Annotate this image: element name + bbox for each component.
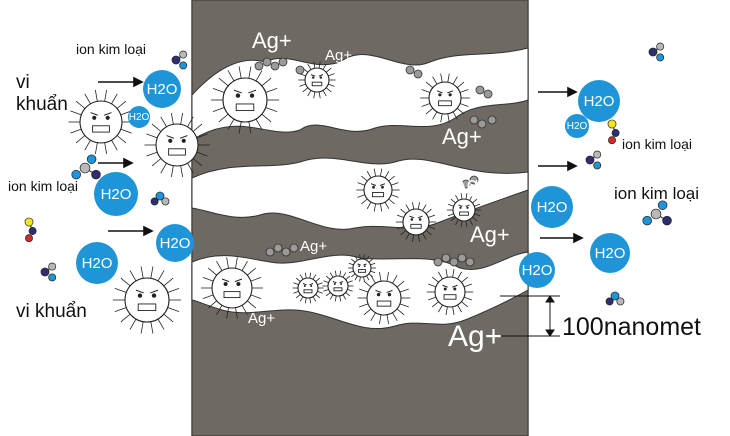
arrow-icon bbox=[98, 76, 144, 88]
silver-nanoparticle-icon bbox=[254, 61, 264, 71]
silver-nanoparticle-icon bbox=[477, 119, 487, 129]
metal-ion-icon bbox=[171, 50, 188, 70]
bacteria-icon bbox=[357, 271, 411, 325]
silver-nanoparticle-icon bbox=[457, 253, 467, 263]
silver-ion-label: Ag+ bbox=[248, 310, 276, 327]
bacteria-icon bbox=[68, 89, 134, 155]
bacteria-icon bbox=[112, 266, 182, 334]
arrow-icon bbox=[108, 225, 154, 237]
silver-nanoparticle-icon bbox=[433, 257, 443, 267]
silver-nanoparticle-icon bbox=[289, 243, 299, 253]
ion-label: ion kim loại bbox=[76, 41, 147, 57]
water-molecule-icon: H2O bbox=[565, 114, 589, 138]
silver-nanoparticle-icon bbox=[475, 85, 485, 95]
silver-ion-label: Ag+ bbox=[470, 222, 510, 247]
metal-ion-icon bbox=[24, 217, 37, 243]
scale-label: 100nanomet bbox=[562, 313, 702, 341]
bacteria-icon bbox=[144, 112, 210, 178]
silver-nanoparticle-icon bbox=[281, 247, 291, 257]
water-molecule-icon: H2O bbox=[76, 242, 118, 284]
bacteria-icon bbox=[348, 254, 376, 282]
measurement-marker bbox=[500, 295, 560, 337]
silver-ion-label: Ag+ bbox=[452, 172, 492, 197]
metal-ion-icon bbox=[605, 291, 625, 306]
bacteria-label: vi khuẩn bbox=[16, 72, 86, 116]
bacteria-label-text: vi khuẩn bbox=[16, 72, 68, 115]
bacteria-icon bbox=[210, 66, 280, 134]
silver-nanoparticle-icon bbox=[449, 257, 459, 267]
water-molecule-icon: H2O bbox=[128, 106, 150, 128]
silver-ion-label: Ag+ bbox=[300, 238, 328, 255]
metal-ion-icon bbox=[648, 42, 665, 62]
pore-channel-middle bbox=[191, 157, 529, 230]
silver-nanoparticle-icon bbox=[483, 89, 493, 99]
silver-ion-label: Ag+ bbox=[325, 47, 353, 64]
bacteria-icon bbox=[298, 61, 336, 99]
silver-nanoparticle-icon bbox=[273, 243, 283, 253]
bacteria-icon bbox=[292, 272, 324, 304]
bacteria-icon bbox=[446, 193, 482, 227]
bacteria-icon bbox=[395, 202, 437, 242]
arrow-icon bbox=[540, 232, 584, 244]
silver-nanoparticle-icon bbox=[487, 115, 497, 125]
water-molecule-icon: H2O bbox=[94, 172, 138, 216]
silver-ion-label: Ag+ bbox=[448, 320, 503, 353]
bacteria-icon bbox=[201, 257, 263, 319]
pore-channel-top bbox=[191, 47, 529, 141]
silver-nanoparticle-icon bbox=[262, 57, 272, 67]
silver-nanoparticle-icon bbox=[278, 57, 288, 67]
metal-ion-icon bbox=[71, 154, 101, 180]
arrow-icon bbox=[538, 86, 578, 98]
water-molecule-icon: H2O bbox=[578, 80, 620, 122]
silver-ion-label: Ag+ bbox=[468, 58, 508, 83]
silver-nanoparticle-icon bbox=[265, 247, 275, 257]
arrow-icon bbox=[98, 157, 134, 169]
silver-nanoparticle-icon bbox=[413, 69, 423, 79]
silver-nanoparticle-icon bbox=[469, 175, 479, 185]
metal-ion-icon bbox=[40, 262, 57, 282]
silver-ion-label: Ag+ bbox=[292, 101, 320, 118]
water-molecule-icon: H2O bbox=[143, 70, 181, 108]
silver-nanoparticle-icon bbox=[461, 179, 471, 189]
silver-ion-label: Ag+ bbox=[252, 28, 292, 53]
silver-nanoparticle-icon bbox=[295, 65, 305, 75]
silver-nanoparticle-icon bbox=[465, 257, 475, 267]
bacteria-icon bbox=[426, 269, 474, 315]
silver-nanoparticle-icon bbox=[405, 65, 415, 75]
arrow-icon bbox=[538, 160, 578, 172]
water-molecule-icon: H2O bbox=[156, 224, 194, 262]
ion-label: ion kim loại bbox=[614, 184, 700, 203]
silver-ion-label: Ag+ bbox=[442, 124, 482, 149]
metal-ion-icon bbox=[607, 119, 620, 145]
bacteria-icon bbox=[322, 270, 354, 302]
ion-label: ion kim loại bbox=[8, 178, 79, 194]
water-molecule-icon: H2O bbox=[519, 252, 555, 288]
metal-ion-icon bbox=[585, 150, 602, 170]
silver-nanoparticle-icon bbox=[469, 115, 479, 125]
water-molecule-icon: H2O bbox=[531, 186, 573, 228]
silver-nanoparticle-icon bbox=[270, 61, 280, 71]
silver-nanoparticle-icon bbox=[441, 253, 451, 263]
water-molecule-icon: H2O bbox=[590, 233, 630, 273]
metal-ion-icon bbox=[642, 200, 672, 226]
bacteria-icon bbox=[356, 168, 400, 212]
metal-ion-icon bbox=[150, 191, 170, 206]
bacteria-icon bbox=[420, 73, 470, 123]
bacteria-label: vi khuẩn bbox=[16, 301, 87, 322]
pore-channel-bottom bbox=[191, 251, 529, 330]
ion-label: ion kim loại bbox=[622, 136, 693, 152]
